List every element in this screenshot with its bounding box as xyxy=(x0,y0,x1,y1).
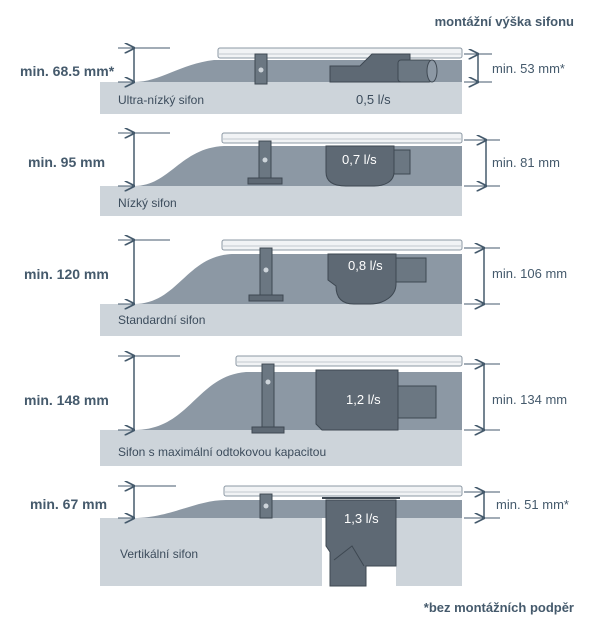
min-siphon-height: min. 106 mm xyxy=(492,266,567,281)
floor-base xyxy=(100,82,462,114)
floor-slope xyxy=(134,146,462,186)
drain-channel xyxy=(221,132,463,144)
min-total-height: min. 68.5 mm* xyxy=(20,63,115,79)
flow-rate: 0,7 l/s xyxy=(342,152,377,167)
section-max-capacity: min. 148 mm Sifon s maximální odtokovou … xyxy=(24,356,567,466)
support-leg xyxy=(261,363,275,429)
flow-rate: 1,2 l/s xyxy=(346,392,381,407)
footer-note: *bez montážních podpěr xyxy=(423,600,574,615)
section-standard: min. 120 mm Standardní sifon 0,8 l/s min… xyxy=(24,240,567,336)
siphon-name: Standardní sifon xyxy=(118,313,205,327)
siphon-name: Ultra-nízký sifon xyxy=(118,93,204,107)
siphon-body xyxy=(315,369,399,431)
floor-base xyxy=(100,304,462,336)
section-low: min. 95 mm Nízký sifon 0,7 l/s min. 81 m… xyxy=(28,133,560,216)
min-total-height: min. 120 mm xyxy=(24,266,109,282)
min-total-height: min. 95 mm xyxy=(28,154,105,170)
floor-base xyxy=(100,518,462,586)
floor-base xyxy=(100,186,462,216)
drain-channel xyxy=(223,485,463,497)
min-siphon-height: min. 53 mm* xyxy=(492,61,565,76)
floor-base xyxy=(100,430,462,466)
header-title: montážní výška sifonu xyxy=(434,14,574,29)
flow-rate: 1,3 l/s xyxy=(344,511,379,526)
min-siphon-height: min. 134 mm xyxy=(492,392,567,407)
drain-channel xyxy=(221,239,463,251)
flow-rate: 0,5 l/s xyxy=(356,92,391,107)
siphon-name: Nízký sifon xyxy=(118,196,177,210)
flow-rate: 0,8 l/s xyxy=(348,258,383,273)
section-vertical: min. 67 mm Vertikální sifon 1,3 l/s min.… xyxy=(30,485,569,587)
min-siphon-height: min. 81 mm xyxy=(492,155,560,170)
min-siphon-height: min. 51 mm* xyxy=(496,497,569,512)
min-total-height: min. 148 mm xyxy=(24,392,109,408)
section-ultra-low: min. 68.5 mm* Ultra-nízký sifon 0,5 l/s … xyxy=(20,48,565,114)
siphon-name: Sifon s maximální odtokovou kapacitou xyxy=(118,445,326,459)
min-total-height: min. 67 mm xyxy=(30,496,107,512)
siphon-body xyxy=(325,145,395,187)
siphon-body xyxy=(325,499,397,587)
drain-channel xyxy=(235,355,463,367)
siphon-name: Vertikální sifon xyxy=(120,547,198,561)
siphon-body xyxy=(327,253,397,305)
floor-slope xyxy=(100,500,462,518)
